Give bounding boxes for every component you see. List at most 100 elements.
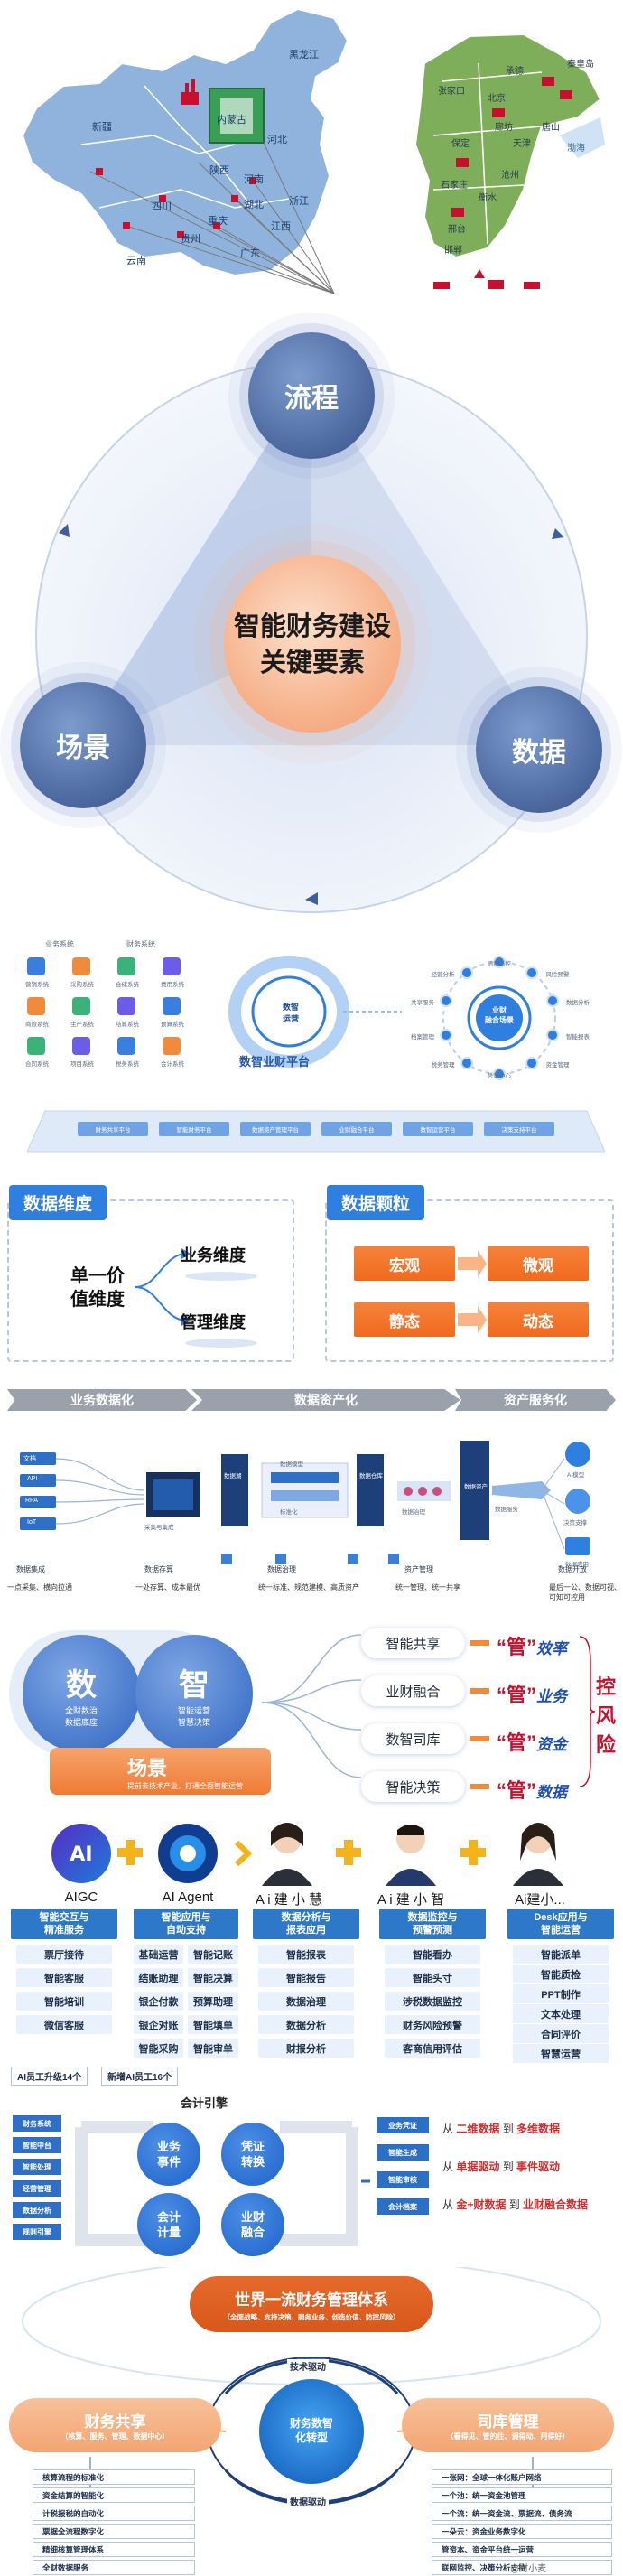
china-label-guizhou: 贵州 [181,233,200,245]
cycle-core: 智能财务建设 关键要素 [224,555,401,733]
platform-base-svg [27,1110,605,1153]
platform-title: 数智业财平台 [239,1055,311,1069]
scene-banner: 场景 提前去技术产业，打通全面智能运营 [50,1748,271,1795]
system-label: 营销系统 [25,982,49,988]
label-ai-model: AI模型 [567,1472,585,1479]
outcome-text: 数据 [536,1784,568,1801]
ai-skill-cell: 票厅接待 [16,1945,112,1964]
risk-outcome: “管”效率 [497,1631,567,1660]
engine-right-tag: 智能生成 [377,2144,429,2161]
label-service: 数据服务 [495,1507,518,1513]
row-to: 到 [499,2161,517,2173]
intel-char: 智 [179,1667,209,1703]
head-line: 预警预测 [413,1925,452,1936]
control-risk: 控 风 险 [594,1671,618,1758]
risk-arrow [470,1784,489,1789]
granularity-micro: 微观 [488,1246,589,1281]
ai-skill-cell: 智能头寸 [385,1968,480,1987]
china-label-guangdong: 广东 [240,247,260,259]
cycle-arrow-icon [552,528,564,539]
engine-accounting-measure: 会计计量 [137,2193,200,2256]
input-rpa: RPA [25,1498,38,1504]
granularity-macro: 宏观 [354,1246,455,1281]
system-icon [72,997,90,1015]
core-line-1: 智能财务建设 [233,611,391,641]
ai-skill-cell: 智能看办 [385,1945,480,1964]
label-warehouse: 数据仓库 [359,1473,383,1479]
treasury-item: 联网监控、决策分析支持 [432,2560,612,2575]
system-icon [117,1037,135,1055]
risk-outcome: “管”资金 [497,1727,567,1756]
label-application: 数据应用 [565,1562,589,1568]
granularity-dynamic: 动态 [488,1302,589,1337]
system-icon [117,997,135,1015]
ai-skill-cell: 智能审单 [188,2039,238,2058]
treasury-item: 一个流：统一资金流、票据流、债务流 [432,2506,612,2521]
system-icon [163,997,181,1015]
platform-center-svg [228,956,402,1068]
system-label: 采购系统 [70,982,94,988]
flow-caption-title: 资产管理 [404,1565,433,1573]
ai-skill-cell: PPT制作 [513,1984,609,2003]
engine-left-item: 数据分析 [13,2202,61,2218]
core-line-2: 关键要素 [259,647,365,677]
shared-item: 核算流程的标准化 [33,2469,195,2485]
control-char-1: 控 [595,1675,616,1698]
flow-caption-title: 数据集成 [16,1565,45,1573]
hebei-label-beijing: 北京 [488,94,506,104]
treasury-item: 管资本、资金平台统一运营 [432,2542,612,2557]
branch-arrows [135,1248,191,1326]
maps-svg [21,7,605,294]
row-from: 从 [442,2123,457,2135]
ai-skill-cell: 涉税数据监控 [385,1992,480,2011]
world-class-section: 世界一流财务管理体系 （全面战略、支持决策、服务业务、创造价值、防控风险） 财务… [0,2267,623,2576]
shared-item: 全财数据服务 [33,2560,195,2575]
china-label-henan: 河南 [244,173,264,185]
hebei-label-handan: 邯郸 [444,246,462,256]
platform-core-left: 数智 运营 [282,1003,299,1023]
china-label-yunnan: 云南 [126,255,146,266]
cycle-node-data: 数据 [476,686,602,813]
row-to: 到 [506,2198,524,2211]
risk-pill: 智能决策 [361,1771,465,1802]
ring-node-icon [493,1068,506,1080]
stage-asset-service: 资产服务化 [455,1389,616,1411]
engine-left-item: 智能处理 [13,2159,61,2175]
stage-data-assetization: 数据资产化 [191,1389,460,1411]
granularity-box [325,1199,614,1362]
label-decision: 决策支撑 [563,1520,587,1526]
shared-item: 资金结算的智能化 [33,2487,195,2503]
ai-skill-cell: 合同评价 [513,2024,609,2043]
ring-node-label: 凭证中心 [488,1073,511,1079]
hebei-label-langfang: 廊坊 [495,123,513,133]
system-label: 合同系统 [25,1061,49,1068]
flow-caption: 最后一公、数据可视、可知可控用 [549,1583,621,1601]
ai-skill-cell: 智能采购 [134,2039,183,2058]
ai-employees-section: AI AIGC AI Agent A i 建 小 慧 A i 建 小 智 Ai建… [0,1815,623,2086]
head-line: 数据监控与 [407,1912,458,1923]
treasury-item: 一张网：全球一体化账户网络 [432,2469,612,2485]
china-label-shaanxi: 陕西 [209,164,229,176]
row-from: 从 [442,2198,457,2211]
plus-icon [117,1840,486,1865]
label-model: 数据模型 [280,1461,303,1468]
ring-node-icon [460,1057,473,1070]
flow-caption: 统一管理、统一共享 [395,1583,460,1591]
upgrade-badge: AI员工升级14个 [11,2067,88,2086]
base-bar: 决策支持平台 [484,1122,554,1136]
ring-node-icon [460,966,473,979]
hebei-label-qinhuangdao: 秦皇岛 [567,60,594,70]
label-asset: 数据资产 [464,1484,488,1490]
label-lake: 数据湖 [224,1473,242,1479]
data-circle: 数 全财数治 数据底座 [23,1635,140,1752]
system-icon [27,957,45,975]
data-dimension-section: 数据维度 数据颗粒 单一价值维度 业务维度 管理维度 宏观 微观 静态 动态 [0,1174,623,1382]
transformation-core [259,2379,364,2484]
risk-arrow [470,1640,489,1646]
cycle-arrow-icon [59,524,70,537]
engine-right-tag: 业务凭证 [377,2117,429,2133]
hebei-label-baoding: 保定 [451,139,470,149]
china-label-sichuan: 四川 [152,201,172,212]
head-line: 精准服务 [44,1925,84,1936]
ai-skill-cell: 基础运营 [134,1945,183,1964]
